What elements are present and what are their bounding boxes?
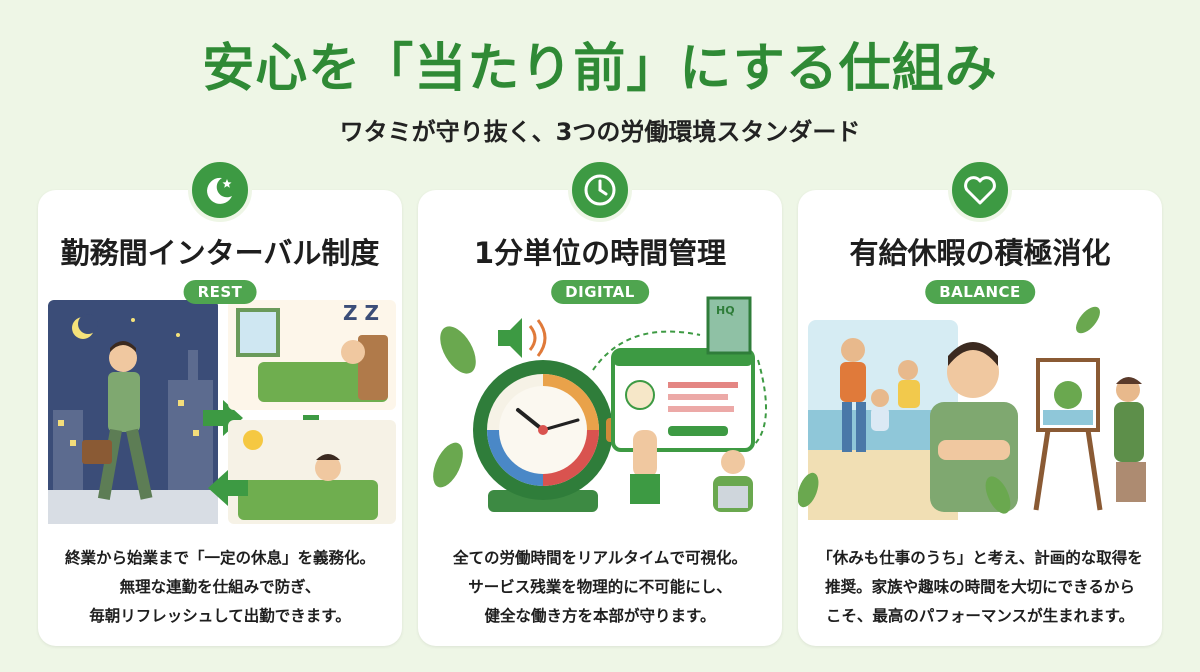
card-title: 有給休暇の積極消化 — [849, 236, 1111, 270]
card-tag: DIGITAL — [551, 280, 649, 304]
digital-illustration: HQ — [418, 290, 782, 530]
card-interval-system: 勤務間インターバル制度 REST — [38, 158, 402, 646]
page-subtitle: ワタミが守り抜く、3つの労働環境スタンダード — [339, 118, 861, 146]
desc-line: 終業から始業まで「一定の休息」を義務化。 — [64, 549, 375, 567]
card-time-management: 1分単位の時間管理 DIGITAL — [418, 158, 782, 646]
page-title: 安心を「当たり前」にする仕組み — [202, 39, 998, 99]
card-tag: REST — [183, 280, 257, 304]
card-tag: BALANCE — [925, 280, 1035, 304]
moon-star-icon — [188, 158, 252, 222]
card-title: 1分単位の時間管理 — [473, 236, 727, 270]
clock-icon — [568, 158, 632, 222]
desc-line: 無理な連勤を仕組みで防ぎ、 — [119, 578, 321, 596]
hq-label: HQ — [716, 304, 735, 317]
card-description: 終業から始業まで「一定の休息」を義務化。 無理な連勤を仕組みで防ぎ、 毎朝リフレ… — [48, 544, 392, 631]
desc-line: こそ、最高のパフォーマンスが生まれます。 — [825, 607, 1135, 625]
balance-illustration — [797, 290, 1162, 530]
card-paid-leave: 有給休暇の積極消化 BALANCE — [797, 158, 1162, 646]
sleep-z-text: Z Z — [343, 301, 379, 325]
card-description: 「休みも仕事のうち」と考え、計画的な取得を 推奨。家族や趣味の時間を大切にできる… — [808, 544, 1152, 631]
rest-illustration: Z Z — [38, 290, 402, 530]
desc-line: 「休みも仕事のうち」と考え、計画的な取得を — [817, 549, 1143, 567]
heart-icon — [948, 158, 1012, 222]
desc-line: サービス残業を物理的に不可能にし、 — [468, 578, 732, 596]
desc-line: 健全な働き方を本部が守ります。 — [484, 607, 716, 625]
card-description: 全ての労働時間をリアルタイムで可視化。 サービス残業を物理的に不可能にし、 健全… — [428, 544, 772, 631]
desc-line: 全ての労働時間をリアルタイムで可視化。 — [452, 549, 748, 567]
desc-line: 推奨。家族や趣味の時間を大切にできるから — [825, 578, 1135, 596]
desc-line: 毎朝リフレッシュして出勤できます。 — [89, 607, 351, 625]
card-title: 勤務間インターバル制度 — [60, 236, 380, 270]
